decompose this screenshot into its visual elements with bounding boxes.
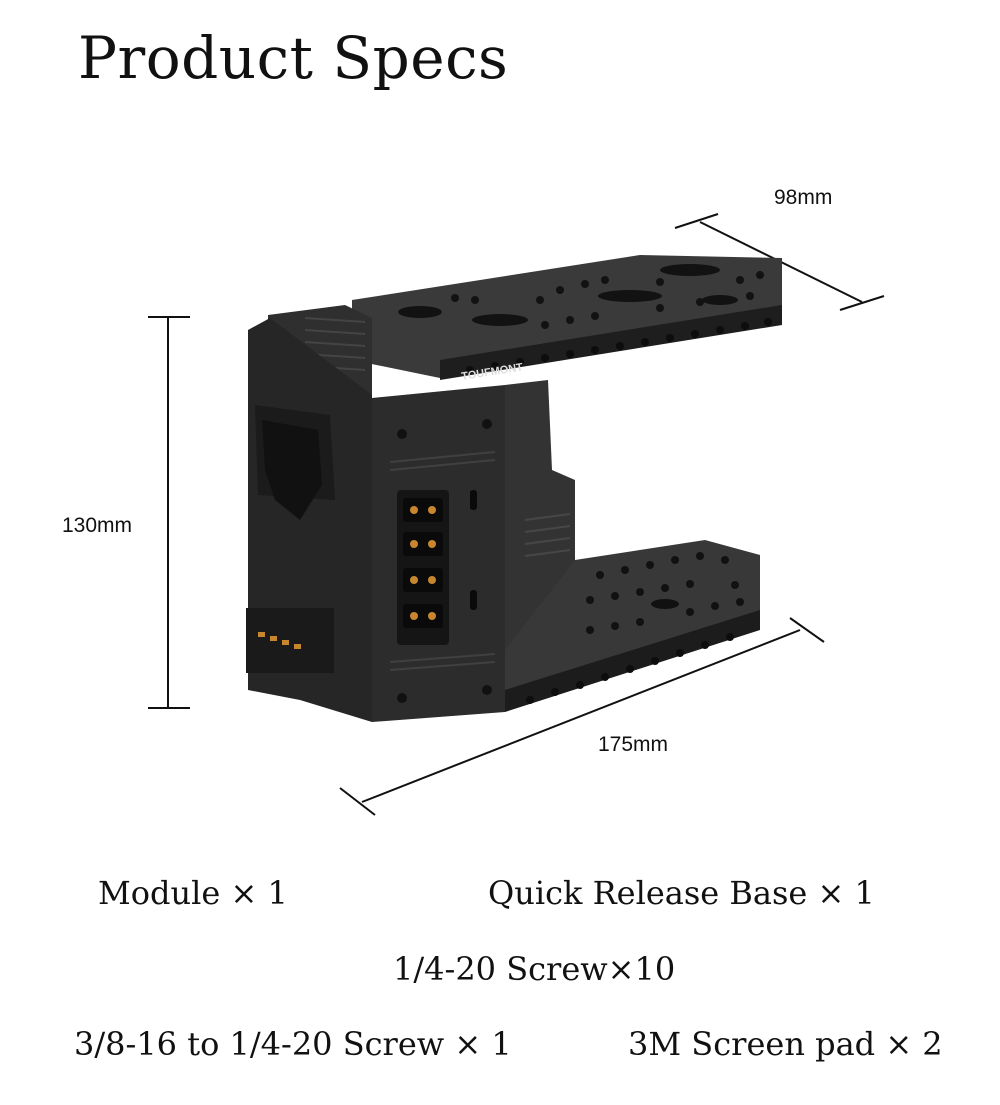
package-item-adapter-screw: 3/8-16 to 1/4-20 Screw × 1 [74,1025,512,1063]
front-panel-screws [397,419,492,703]
package-item-quarter-inch-screws: 1/4-20 Screw×10 [393,950,676,988]
package-item-quick-release-base: Quick Release Base × 1 [488,874,875,912]
usb-c-port-bottom [470,590,477,610]
battery-connector [246,608,334,673]
length-dimension-tick-end [789,617,825,643]
width-dimension-tick-start [674,213,719,229]
dimension-lines [148,213,885,816]
length-dimension-line [361,629,801,803]
front-panel-grooves [389,451,496,671]
height-dimension-label: 130mm [62,514,133,537]
v-mount-lock [262,420,322,520]
length-dimension-label: 175mm [598,733,669,756]
package-item-screen-pad: 3M Screen pad × 2 [628,1025,943,1063]
page-title: Product Specs [78,24,509,92]
quick-release-grooves [524,513,571,557]
top-plate-side-holes [466,318,772,374]
dtap-ports [403,498,443,628]
usb-c-port-top [470,490,477,510]
top-plate-holes [398,264,764,329]
bottom-plate-holes [586,552,744,634]
bottom-plate-edge [505,610,760,712]
product-image: TOUFMONT [246,255,782,722]
battery-connector-pins [258,632,301,649]
top-plate-edge [440,305,782,380]
product-figure: TOUFMONT [148,213,885,816]
width-dimension-tick-end [839,295,885,311]
length-dimension-tick-start [339,787,376,816]
top-cheese-plate [352,255,782,378]
bottom-cheese-plate [505,540,760,705]
bottom-plate-side-holes [526,633,734,704]
package-item-module: Module × 1 [98,874,288,912]
width-dimension-label: 98mm [774,186,833,209]
